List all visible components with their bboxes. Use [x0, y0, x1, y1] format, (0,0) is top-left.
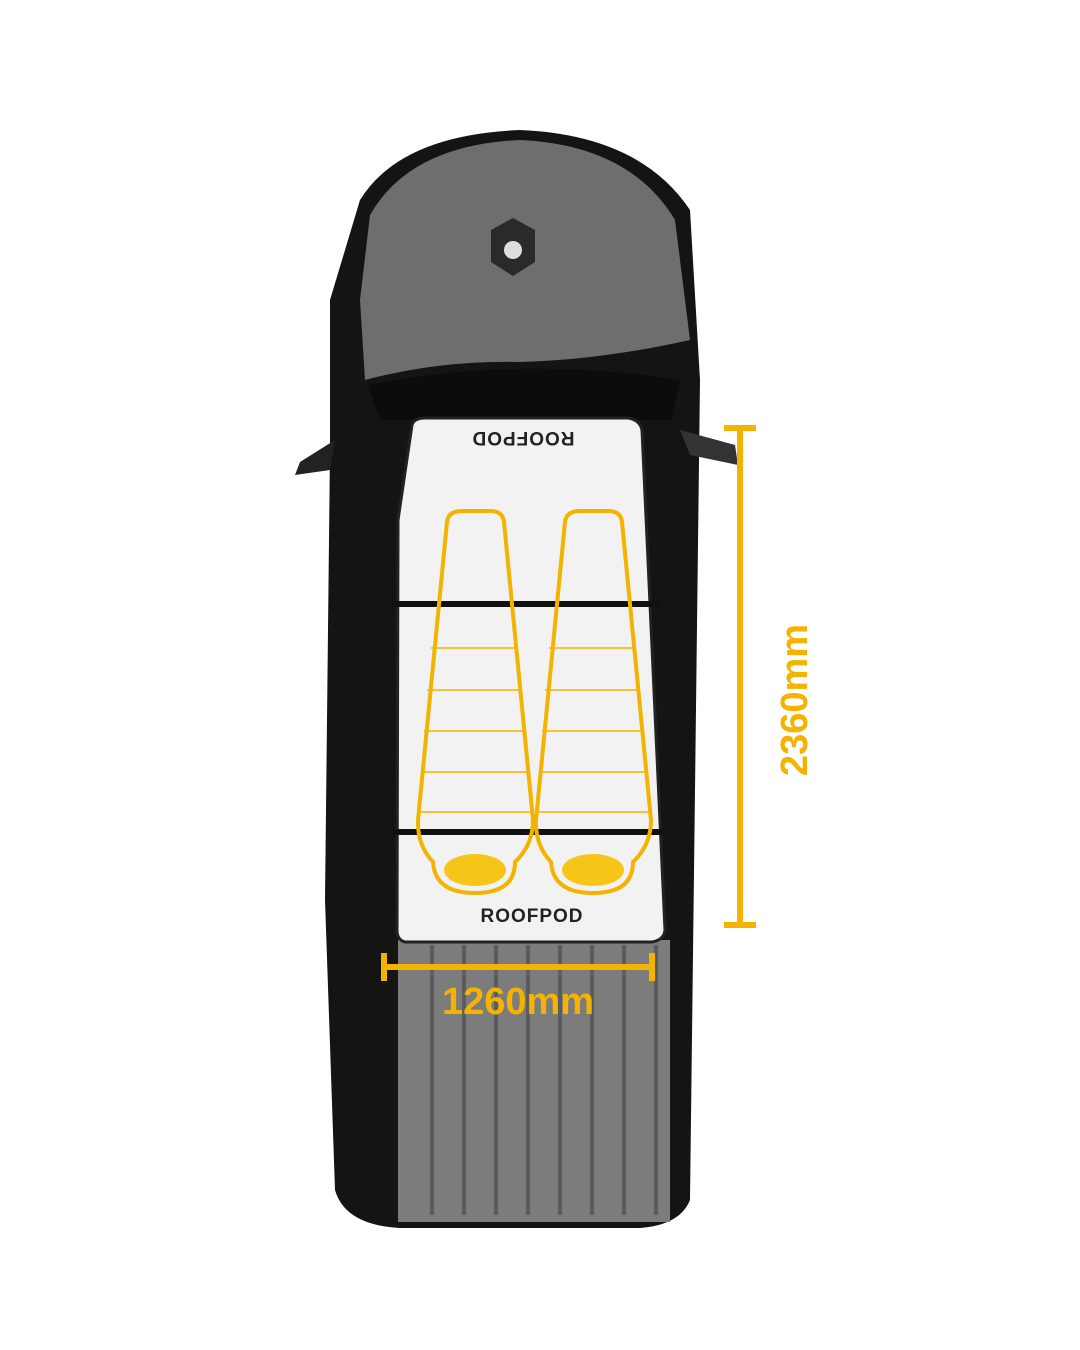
roof-pod: ROOFPOD ROOFPOD — [392, 416, 667, 944]
length-dimension — [724, 425, 756, 928]
pod-logo-top: ROOFPOD — [471, 427, 574, 448]
mirror-right — [680, 430, 738, 465]
width-label: 1260mm — [442, 981, 594, 1023]
sleeping-bag-right — [533, 509, 654, 896]
mirror-left — [295, 440, 335, 475]
length-label: 2360mm — [774, 624, 816, 776]
windshield — [368, 368, 680, 420]
sleeping-bag-left — [415, 509, 536, 896]
pillow-right — [562, 854, 624, 886]
width-dimension — [381, 953, 655, 981]
pillow-left — [444, 854, 506, 886]
truck — [295, 130, 738, 1228]
bed-ribs — [430, 945, 658, 1215]
pod-logo-bottom: ROOFPOD — [480, 906, 583, 927]
hood-logo-icon — [491, 218, 535, 276]
